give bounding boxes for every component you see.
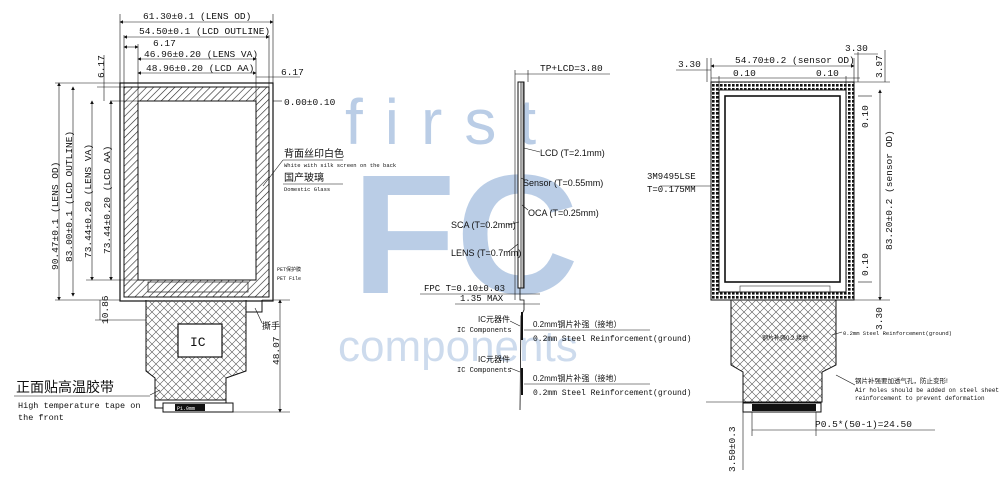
back-fpc xyxy=(730,300,837,403)
sensor-area xyxy=(718,89,847,293)
dim-v-lens-va: 73.44±0.20 (LENS VA) xyxy=(83,144,94,258)
pull-tab xyxy=(245,300,263,313)
side-ic-en: IC Components xyxy=(457,327,512,335)
side-sca-t: SCA (T=0.2mm) xyxy=(451,220,516,230)
side-ic-cn-2: IC元器件 xyxy=(478,354,510,364)
dim-left-offset: 3.30 xyxy=(678,59,701,70)
back-steel-text: 0.2mm Steel Reinforcement(ground) xyxy=(843,330,952,337)
dim-lcd-aa: 48.96±0.20 (LCD AA) xyxy=(146,63,254,74)
watermark-first: first xyxy=(345,86,559,158)
dim-right-offset: 3.30 xyxy=(845,43,868,54)
side-lcd-t: LCD (T=2.1mm) xyxy=(540,148,605,158)
dim-gap-left: 0.10 xyxy=(733,68,756,79)
dim-top-small: 3.97 xyxy=(874,55,885,78)
back-connector xyxy=(752,404,816,411)
stiffener-cn: 钢片补强0.2 接地 xyxy=(762,334,808,342)
side-steel-en-2: 0.2mm Steel Reinforcement(ground) xyxy=(533,389,691,398)
dim-bottom-offset: 10.86 xyxy=(100,295,111,324)
back-view: 钢片补强0.2 接地 54.70±0.2 (sensor OD) 3.30 3.… xyxy=(647,43,999,472)
connector-label: P1.0mm xyxy=(177,406,195,412)
side-ic-cn: IC元器件 xyxy=(478,314,510,324)
pet-en: PET File xyxy=(277,276,301,282)
side-fpc xyxy=(519,288,525,411)
side-lens-t: LENS (T=0.7mm) xyxy=(451,248,521,258)
side-steel-en-1: 0.2mm Steel Reinforcement(ground) xyxy=(533,335,691,344)
dim-bottom: 3.50±0.3 xyxy=(727,426,738,472)
ic-chip xyxy=(177,323,223,358)
dim-offset-top: 6.17 xyxy=(153,38,176,49)
dim-v-lens-od: 90.47±0.1 (LENS OD) xyxy=(50,162,61,270)
side-sensor-t: Sensor (T=0.55mm) xyxy=(523,178,603,188)
tape-model: 3M9495LSE xyxy=(647,172,696,182)
tape-en-2: the front xyxy=(18,413,64,423)
side-ic-en-2: IC Components xyxy=(457,367,512,375)
dim-v-lcd-outline: 83.00±0.1 (LCD OUTLINE) xyxy=(64,131,75,262)
hole-en-1: Air holes should be added on steel sheet xyxy=(855,387,999,394)
dim-lens-od: 61.30±0.1 (LENS OD) xyxy=(143,11,251,22)
tape-en-1: High temperature tape on xyxy=(18,401,140,411)
hole-en-2: reinforcement to prevent deformation xyxy=(855,395,985,402)
dim-gap-right: 0.10 xyxy=(816,68,839,79)
dim-pitch: P0.5*(50-1)=24.50 xyxy=(815,419,912,430)
tab-cn: 撕手 xyxy=(262,320,280,331)
dim-lens-va: 46.96±0.20 (LENS VA) xyxy=(144,49,258,60)
side-max: 1.35 MAX xyxy=(460,294,504,304)
dim-offset-right: 6.17 xyxy=(281,67,304,78)
silk-cn: 背面丝印白色 xyxy=(284,147,344,160)
dim-sensor-od: 54.70±0.2 (sensor OD) xyxy=(735,55,855,66)
dim-v-010-bottom: 0.10 xyxy=(860,253,871,276)
side-steel-cn-2: 0.2mm钢片补强（接地） xyxy=(533,373,621,383)
dim-v-330-bottom: 3.30 xyxy=(874,307,885,330)
glass-cn: 国产玻璃 xyxy=(284,171,324,184)
lens-viewing-area xyxy=(137,100,257,281)
silk-en: White with silk screen on the back xyxy=(284,162,397,169)
side-fpc-t: FPC T=0.10±0.03 xyxy=(424,284,505,294)
connector-black xyxy=(175,404,205,411)
hole-cn: 钢片补强要加透气孔，防止变形! xyxy=(855,376,948,385)
dim-lcd-outline: 54.50±0.1 (LCD OUTLINE) xyxy=(139,26,270,37)
pet-cn: PET保护膜 xyxy=(277,266,301,273)
dim-v-010-top: 0.10 xyxy=(860,105,871,128)
dim-v-sensor-od: 83.20±0.2 (sensor OD) xyxy=(884,130,895,250)
ic-label: IC xyxy=(190,335,206,350)
dim-flatness: 0.00±0.10 xyxy=(284,97,336,108)
watermark-fc: FC xyxy=(352,140,579,330)
front-view: IC P1.0mm 61.30±0.1 (LENS OD) 54.50±0.1 … xyxy=(14,11,397,423)
side-steel-cn-1: 0.2mm钢片补强（接地） xyxy=(533,319,621,329)
dim-fpc-length: 48.07 xyxy=(271,336,282,365)
side-view: TP+LCD=3.80 LCD (T=2.1mm) Sensor (T=0.55… xyxy=(420,63,691,411)
tape-cn: 正面贴高温胶带 xyxy=(16,379,114,395)
dim-offset-left-top: 6.17 xyxy=(96,55,107,78)
glass-en: Domestic Glass xyxy=(284,186,330,193)
dim-tp-lcd: TP+LCD=3.80 xyxy=(540,63,603,74)
tape-thickness: T=0.175MM xyxy=(647,185,696,195)
side-oca-t: OCA (T=0.25mm) xyxy=(528,208,599,218)
dim-v-lcd-aa: 73.44±0.20 (LCD AA) xyxy=(102,146,113,254)
